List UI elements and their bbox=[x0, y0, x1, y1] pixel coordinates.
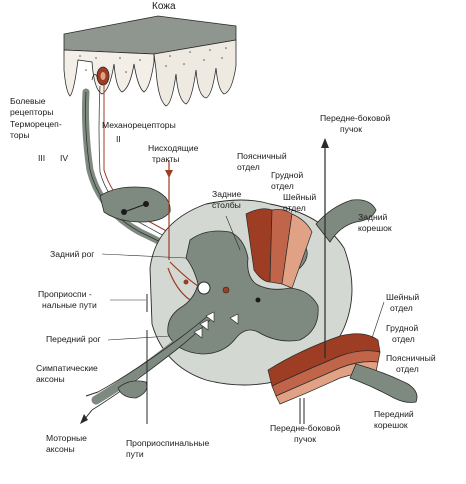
lumbar-right-label-2: отдел bbox=[396, 364, 419, 374]
leader-cervical-right bbox=[371, 301, 385, 339]
motor-neuron-2 bbox=[199, 319, 209, 331]
sympathetic-ganglion bbox=[117, 380, 148, 399]
anterolateral-bottom-label-2: пучок bbox=[294, 434, 316, 444]
lumbar-right-label-1: Поясничный bbox=[386, 353, 436, 363]
propriospinal-left-label-2: нальные пути bbox=[42, 300, 97, 310]
thermoreceptors-label-1: Терморецеп- bbox=[10, 119, 62, 129]
fiber-class-iii: III bbox=[38, 153, 45, 163]
sympathetic-label-1: Симпатические bbox=[36, 363, 98, 373]
anterolateral-top-label-2: пучок bbox=[340, 124, 362, 134]
leader-dorsal-columns bbox=[225, 215, 241, 251]
central-canal bbox=[197, 281, 211, 295]
sympathetic-label-2: аксоны bbox=[36, 374, 65, 384]
skin-block bbox=[63, 15, 237, 107]
leader-ventral-horn bbox=[107, 335, 171, 341]
descending-tracts-label-1: Нисходящие bbox=[148, 143, 199, 153]
motor-neuron-1 bbox=[205, 311, 215, 323]
ventral-root-label-1: Передний bbox=[374, 409, 414, 419]
thoracic-right-label-2: отдел bbox=[392, 334, 415, 344]
labels: Кожа Болевые рецепторы Терморецеп- торы … bbox=[10, 1, 436, 459]
right-dorsal-root bbox=[315, 199, 377, 243]
left-efferent-fibers bbox=[91, 313, 211, 411]
propriospinal-left-label-1: Проприоспи - bbox=[38, 289, 92, 299]
ventral-root-bundle bbox=[91, 325, 201, 405]
fiber-class-ii: II bbox=[116, 134, 121, 144]
leader-dorsal-horn bbox=[101, 253, 187, 259]
receptor-free-ending bbox=[91, 74, 99, 81]
pain-receptors-label-1: Болевые bbox=[10, 96, 46, 106]
anterolateral-arrowhead bbox=[321, 138, 329, 148]
skin-side-face bbox=[153, 39, 237, 107]
dorsal-root-label-2: корешок bbox=[358, 223, 392, 233]
ventral-horn-label: Передний рог bbox=[46, 334, 101, 344]
motor-axon-arrowhead bbox=[80, 414, 88, 424]
right-ventral-root bbox=[349, 363, 418, 403]
tract-cervical-top bbox=[281, 213, 313, 289]
thermoreceptors-label-2: торы bbox=[10, 130, 30, 140]
anterolateral-bottom-label-1: Передне-боковой bbox=[270, 423, 340, 433]
dorsal-root-label-1: Задний bbox=[358, 212, 388, 222]
interneuron-red-1 bbox=[222, 286, 230, 294]
propriospinal-bottom-label-1: Проприоспинальные bbox=[126, 438, 209, 448]
dorsal-tracts-top bbox=[245, 208, 313, 289]
motor-neuron-3 bbox=[193, 327, 203, 339]
motor-axons-label-2: аксоны bbox=[46, 444, 75, 454]
motor-neuron-4 bbox=[229, 313, 239, 325]
descending-arrowhead bbox=[165, 170, 173, 178]
dorsal-columns-label-1: Задние bbox=[212, 189, 242, 199]
dorsal-columns-label-2: столбы bbox=[212, 200, 241, 210]
skin-dermis-dots bbox=[79, 47, 227, 75]
lumbar-top-label-1: Поясничный bbox=[237, 151, 287, 161]
ventral-root-label-2: корешок bbox=[374, 420, 408, 430]
sympathetic-axon-arrow bbox=[85, 391, 99, 397]
cervical-right-label-1: Шейный bbox=[386, 292, 419, 302]
thoracic-right-label-1: Грудной bbox=[386, 323, 418, 333]
propriospinal-bottom-label-2: пути bbox=[126, 449, 144, 459]
sympathetic-axon-line bbox=[97, 313, 211, 393]
interneuron-red-2 bbox=[183, 279, 189, 285]
fiber-class-iv: IV bbox=[60, 153, 68, 163]
cervical-top-label-2: отдел bbox=[283, 203, 306, 213]
afferent-red-collateral bbox=[167, 261, 199, 301]
ganglion-axon bbox=[123, 203, 147, 213]
mechanoreceptors-label: Механорецепторы bbox=[102, 120, 176, 130]
leader-lines bbox=[101, 215, 385, 341]
cervical-top-label-1: Шейный bbox=[283, 192, 316, 202]
interneuron-black bbox=[255, 297, 261, 303]
skin-receptor-core bbox=[100, 72, 106, 80]
dorsal-horn-label: Задний рог bbox=[50, 249, 94, 259]
motor-axons-label-1: Моторные bbox=[46, 433, 87, 443]
thoracic-top-label-2: отдел bbox=[271, 181, 294, 191]
cervical-right-label-2: отдел bbox=[390, 303, 413, 313]
pain-receptors-label-2: рецепторы bbox=[10, 107, 53, 117]
descending-tracts-label-2: тракты bbox=[152, 154, 179, 164]
dorsal-root-ganglion-left bbox=[99, 186, 171, 223]
lumbar-top-label-2: отдел bbox=[237, 162, 260, 172]
anterolateral-top-label-1: Передне-боковой bbox=[320, 113, 390, 123]
thoracic-top-label-1: Грудной bbox=[271, 170, 303, 180]
skin-label: Кожа bbox=[152, 1, 176, 12]
